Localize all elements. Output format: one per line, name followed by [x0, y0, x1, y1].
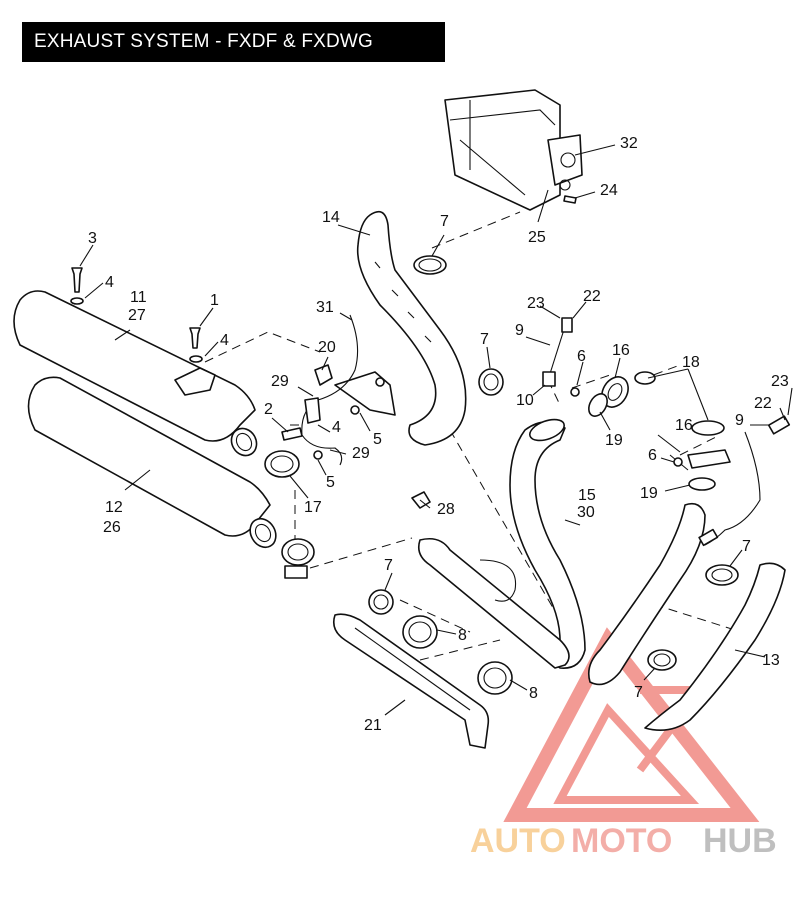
callout-label: 14 [322, 209, 340, 226]
callout-label: 24 [600, 182, 618, 199]
callout-label: 30 [577, 504, 595, 521]
callout-label: 19 [605, 432, 623, 449]
callout-label: 7 [440, 213, 449, 230]
callout-label: 4 [332, 419, 341, 436]
callout-label: 22 [583, 288, 601, 305]
callout-label: 8 [529, 685, 538, 702]
callout-label: 7 [634, 684, 643, 701]
watermark-text-auto: AUTO [470, 822, 566, 860]
pipe-clamps [368, 368, 739, 695]
muffler-clamps [264, 450, 315, 579]
lower-muffler [27, 376, 277, 549]
upper-muffler [13, 290, 258, 457]
callout-label: 19 [640, 485, 658, 502]
callout-label: 5 [373, 431, 382, 448]
watermark-text: AUTO MOTO HUB [470, 822, 777, 860]
callout-label: 25 [528, 229, 546, 246]
callout-label: 29 [352, 445, 370, 462]
watermark-text-hub: HUB [703, 822, 777, 860]
oxygen-sensors-and-gaskets [411, 317, 791, 547]
callout-label: 16 [612, 342, 630, 359]
callout-label: 6 [648, 447, 657, 464]
callout-label: 4 [105, 274, 114, 291]
callout-label: 18 [682, 354, 700, 371]
callout-label: 10 [516, 392, 534, 409]
callout-label: 5 [326, 474, 335, 491]
callout-label: 9 [735, 412, 744, 429]
callout-label: 12 [105, 499, 123, 516]
callout-label: 22 [754, 395, 772, 412]
front-header-pipe [356, 210, 467, 446]
callout-label: 23 [527, 295, 545, 312]
callout-label: 7 [742, 538, 751, 555]
heat-shield-lower [332, 613, 490, 749]
callout-label: 1 [210, 292, 219, 309]
callout-label: 28 [437, 501, 455, 518]
callout-label: 13 [762, 652, 780, 669]
callout-label: 27 [128, 307, 146, 324]
callout-label: 31 [316, 299, 334, 316]
callout-label: 8 [458, 627, 467, 644]
heat-shield-right [644, 562, 786, 731]
callout-label: 9 [515, 322, 524, 339]
callout-leaders [79, 144, 793, 716]
callout-label: 16 [675, 417, 693, 434]
callout-label: 4 [220, 332, 229, 349]
callout-label: 32 [620, 135, 638, 152]
callout-label: 3 [88, 230, 97, 247]
callout-label: 26 [103, 519, 121, 536]
callout-label: 20 [318, 339, 336, 356]
diagram-title: EXHAUST SYSTEM - FXDF & FXDWG [22, 22, 445, 62]
mounting-brackets [301, 314, 396, 466]
callout-label: 23 [771, 373, 789, 390]
callout-label: 7 [480, 331, 489, 348]
callout-label: 2 [264, 401, 273, 418]
callout-label: 17 [304, 499, 322, 516]
callout-label: 7 [384, 557, 393, 574]
watermark-text-moto: MOTO [571, 822, 672, 860]
rear-header-pipe [509, 418, 706, 686]
callout-label: 11 [130, 289, 147, 306]
callout-label: 21 [364, 717, 382, 734]
callout-label: 29 [271, 373, 289, 390]
crossover-pipe [417, 537, 570, 669]
callout-label: 15 [578, 487, 596, 504]
ecm-module [444, 89, 583, 211]
callout-label: 6 [577, 348, 586, 365]
callout-labels: 3 4 11 27 1 4 2 12 26 17 14 7 31 20 29 4… [88, 135, 789, 734]
